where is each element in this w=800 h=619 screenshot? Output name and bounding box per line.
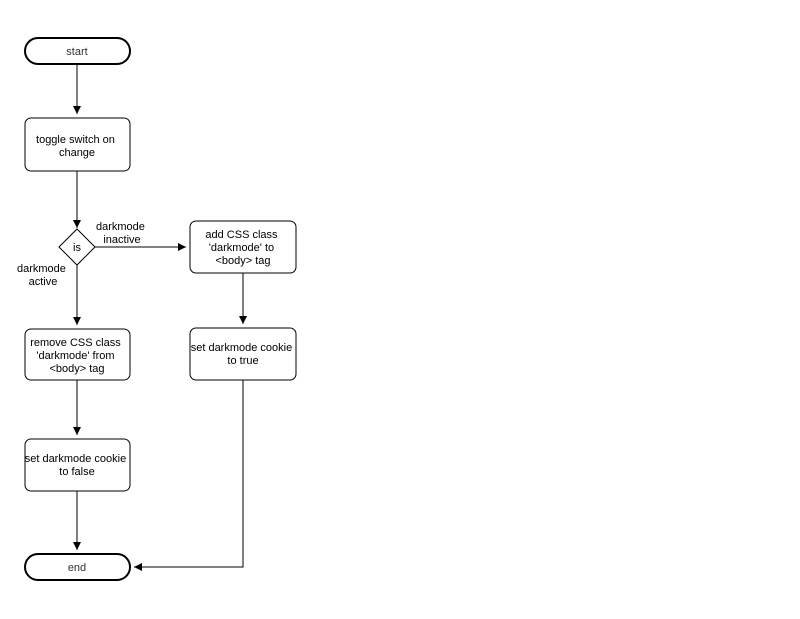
toggle-switch-node[interactable]: toggle switch on change xyxy=(24,117,131,172)
decision-label: is xyxy=(73,242,81,254)
add-class-node[interactable]: add CSS class 'darkmode' to <body> tag xyxy=(189,220,297,274)
edge-set-true-to-end xyxy=(134,380,244,571)
toggle-switch-label: toggle switch on change xyxy=(36,134,118,159)
remove-class-label: remove CSS class 'darkmode' from <body> … xyxy=(30,337,124,375)
start-label: start xyxy=(66,46,87,58)
edge-label-active: darkmode active xyxy=(17,263,69,288)
set-false-label: set darkmode cookie to false xyxy=(25,453,130,478)
edge-label-inactive: darkmode inactive xyxy=(96,221,148,246)
end-node[interactable]: end xyxy=(24,553,131,581)
end-label: end xyxy=(68,562,86,574)
start-node[interactable]: start xyxy=(24,37,131,65)
set-true-label: set darkmode cookie to true xyxy=(191,342,296,367)
set-true-node[interactable]: set darkmode cookie to true xyxy=(189,327,297,381)
edges xyxy=(73,64,247,571)
decision-node[interactable]: is xyxy=(58,228,96,266)
remove-class-node[interactable]: remove CSS class 'darkmode' from <body> … xyxy=(24,328,131,381)
add-class-label: add CSS class 'darkmode' to <body> tag xyxy=(205,229,280,267)
set-false-node[interactable]: set darkmode cookie to false xyxy=(24,438,131,492)
